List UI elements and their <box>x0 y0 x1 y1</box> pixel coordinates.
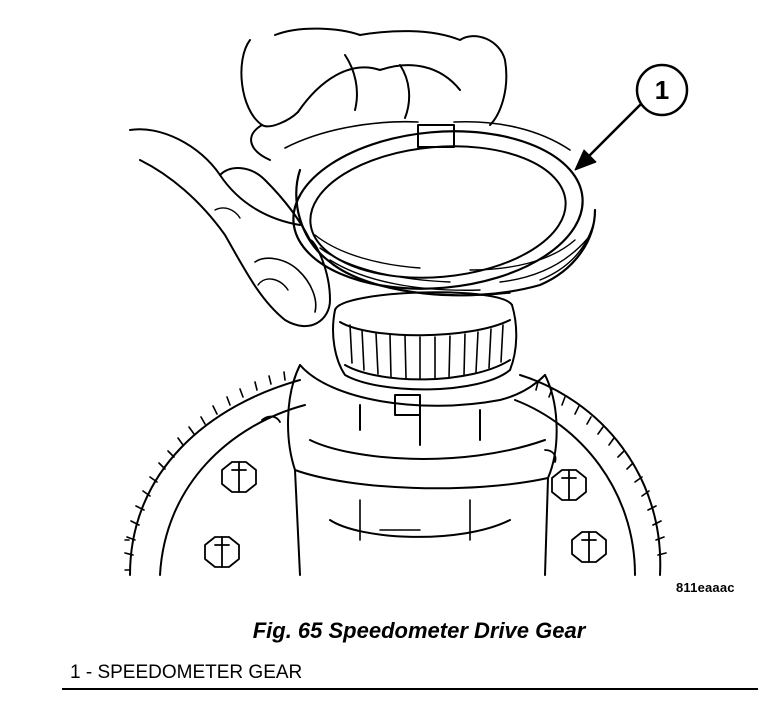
image-reference-code: 811eaaac <box>676 580 735 595</box>
gear-helical-teeth <box>314 224 594 297</box>
bolt-left-upper <box>221 461 257 493</box>
ring-gear-bolts <box>204 415 607 568</box>
carrier-bearing <box>332 291 518 391</box>
hand <box>129 27 508 327</box>
legend-divider <box>62 688 758 690</box>
ring-gear-teeth-right <box>535 381 667 556</box>
speedometer-gear-illustration: 1 <box>124 27 689 576</box>
bolt-right-upper <box>551 469 587 501</box>
differential-case <box>287 364 558 576</box>
figure-title: Fig. 65 Speedometer Drive Gear <box>252 618 586 643</box>
bearing-rollers <box>349 324 504 380</box>
legend-item: 1 - SPEEDOMETER GEAR <box>70 662 303 683</box>
callout-1: 1 <box>574 63 689 171</box>
bolt-right-lower <box>571 531 607 563</box>
bolt-left-lower <box>204 536 240 568</box>
speedometer-gear <box>284 120 597 297</box>
callout-number: 1 <box>655 75 669 105</box>
ring-gear <box>124 371 667 576</box>
ring-gear-teeth-left <box>124 371 286 556</box>
